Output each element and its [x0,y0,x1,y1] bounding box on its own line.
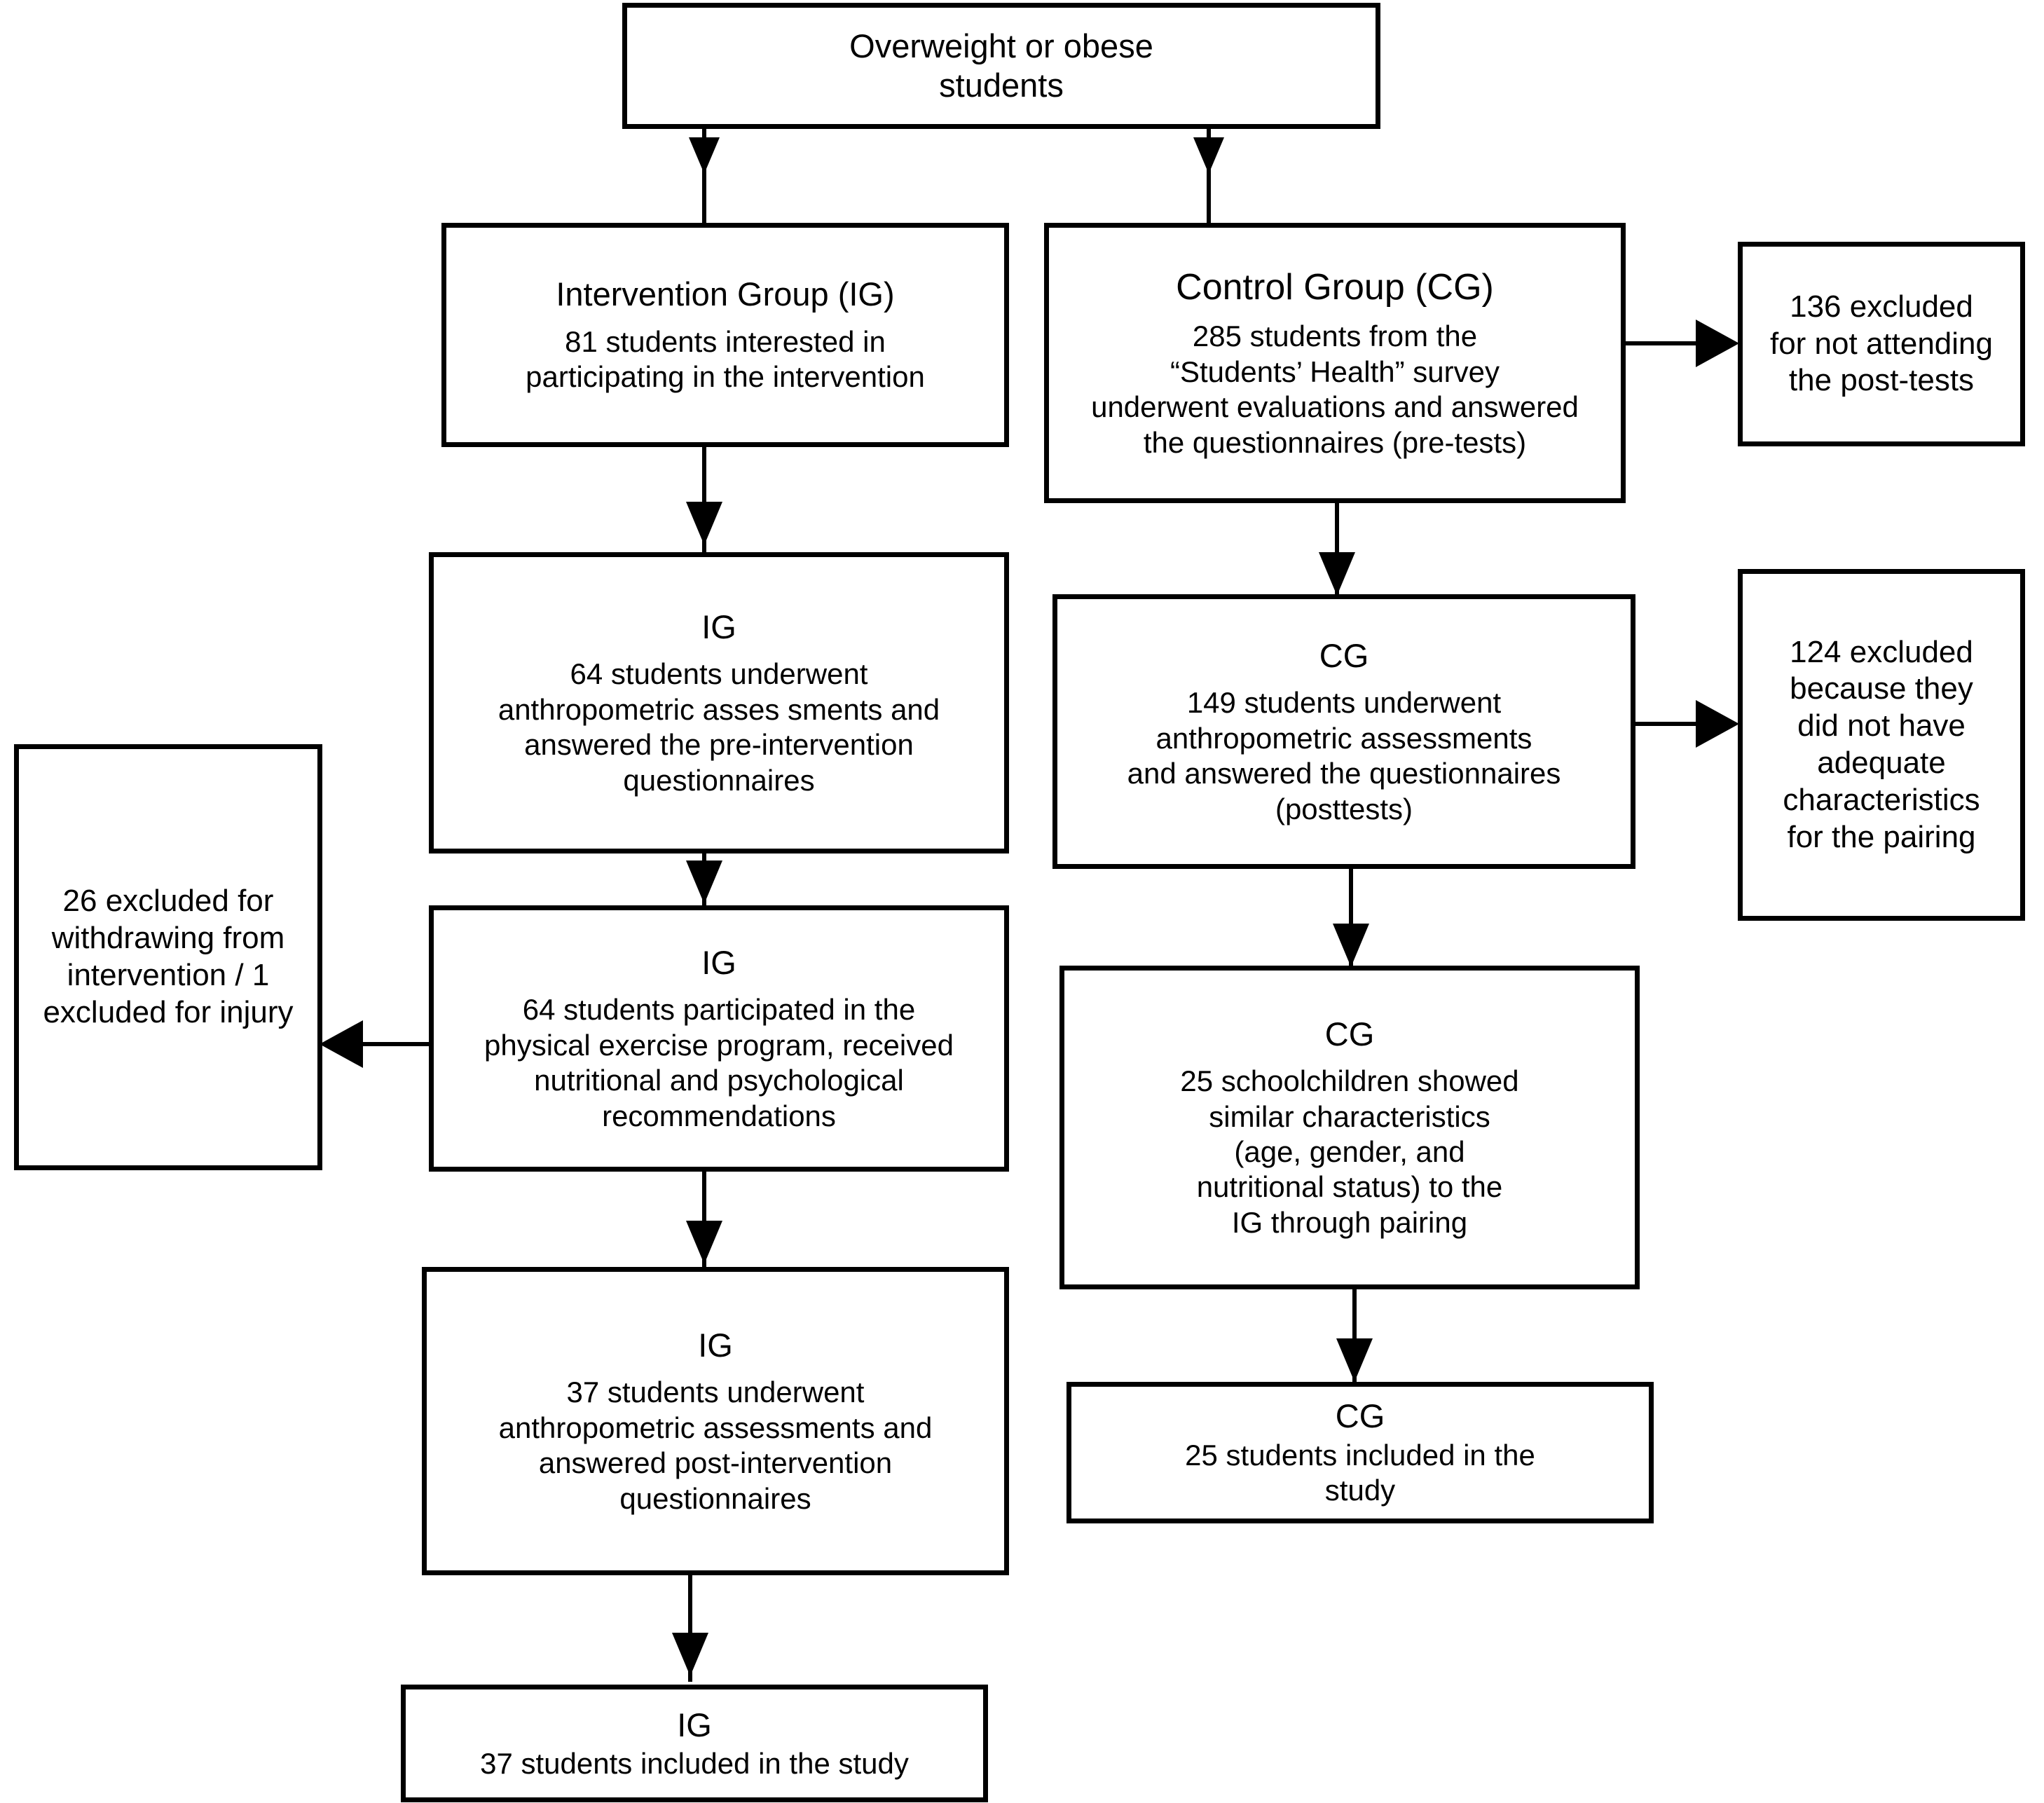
node-body: 64 students participated in the physical… [484,993,954,1132]
node-excluded-124-box: 124 excluded because they did not have a… [1738,569,2025,921]
node-body: 136 excluded for not attending the post-… [1769,289,1993,398]
node-title: Intervention Group (IG) [556,275,895,313]
node-title: IG [677,1706,712,1743]
node-cg-pairing-box: CG 25 schoolchildren showed similar char… [1059,966,1640,1289]
connector-cg1-to-excl136-stem [1626,341,1704,345]
node-body: 25 students included in the study [1185,1438,1535,1507]
connector-source-to-cg-stem [1207,129,1211,248]
node-title: Overweight or obese students [849,27,1153,104]
node-ig-pre-assessment-box: IG 64 students underwent anthropometric … [429,552,1009,853]
node-title: CG [1324,1015,1375,1053]
connector-cg2-to-cg3-arrowhead [1333,924,1369,967]
node-excluded-136-box: 136 excluded for not attending the post-… [1738,242,2025,446]
connector-cg1-to-cg2-stem [1335,503,1339,594]
node-body: 285 students from the “Students’ Health”… [1091,320,1579,459]
connector-source-to-ig-arrowhead [689,137,720,174]
node-body: 25 schoolchildren showed similar charact… [1180,1064,1519,1239]
connector-cg3-to-cg4-arrowhead [1336,1338,1373,1382]
node-title: CG [1319,637,1369,675]
connector-ig4-to-ig5-arrowhead [672,1633,708,1676]
node-body: 26 excluded for withdrawing from interve… [43,884,294,1029]
connector-cg2-to-cg3-stem [1349,869,1353,966]
node-title: CG [1335,1397,1385,1435]
connector-cg1-to-excl136-arrowhead [1696,320,1739,367]
node-title: IG [698,1326,733,1364]
connector-source-to-cg-arrowhead [1193,137,1224,174]
node-body: 124 excluded because they did not have a… [1783,634,1980,854]
node-ig-included-box: IG 37 students included in the study [401,1685,988,1802]
connector-ig2-to-ig3-arrowhead [686,861,722,904]
node-body: 37 students included in the study [480,1747,909,1780]
node-overweight-or-obese-students: Overweight or obese students [622,3,1380,129]
connector-ig3-to-ig4-stem [702,1172,706,1268]
connector-ig3-to-excl26-arrowhead [320,1020,363,1068]
node-cg-posttest-assessment-box: CG 149 students underwent anthropometric… [1052,594,1635,869]
connector-cg2-to-excl124-arrowhead [1696,700,1739,748]
connector-cg2-to-excl124-stem [1635,722,1706,726]
node-control-group-box: Control Group (CG) 285 students from the… [1044,223,1626,503]
node-ig-exercise-program-box: IG 64 students participated in the physi… [429,905,1009,1172]
node-body: 64 students underwent anthropometric ass… [498,657,940,797]
connector-source-to-ig-stem [702,129,706,248]
node-ig-post-assessment-box: IG 37 students underwent anthropometric … [422,1267,1009,1575]
node-title: IG [701,608,736,646]
connector-ig3-to-excl26-stem [362,1042,432,1046]
node-excluded-26-box: 26 excluded for withdrawing from interve… [14,744,322,1170]
connector-ig4-to-ig5-stem [688,1575,692,1682]
node-intervention-group-box: Intervention Group (IG) 81 students inte… [441,223,1009,447]
node-title: Control Group (CG) [1176,267,1494,308]
node-title: IG [701,944,736,982]
node-body: 81 students interested in participating … [526,324,925,394]
connector-ig1-to-ig2-stem [702,447,706,552]
connector-cg1-to-cg2-arrowhead [1319,552,1355,596]
node-cg-included-box: CG 25 students included in the study [1066,1382,1654,1523]
connector-ig3-to-ig4-arrowhead [686,1221,722,1264]
node-body: 149 students underwent anthropometric as… [1127,686,1561,825]
connector-cg3-to-cg4-stem [1352,1289,1357,1385]
node-body: 37 students underwent anthropometric ass… [498,1376,933,1515]
connector-ig1-to-ig2-arrowhead [686,502,722,545]
